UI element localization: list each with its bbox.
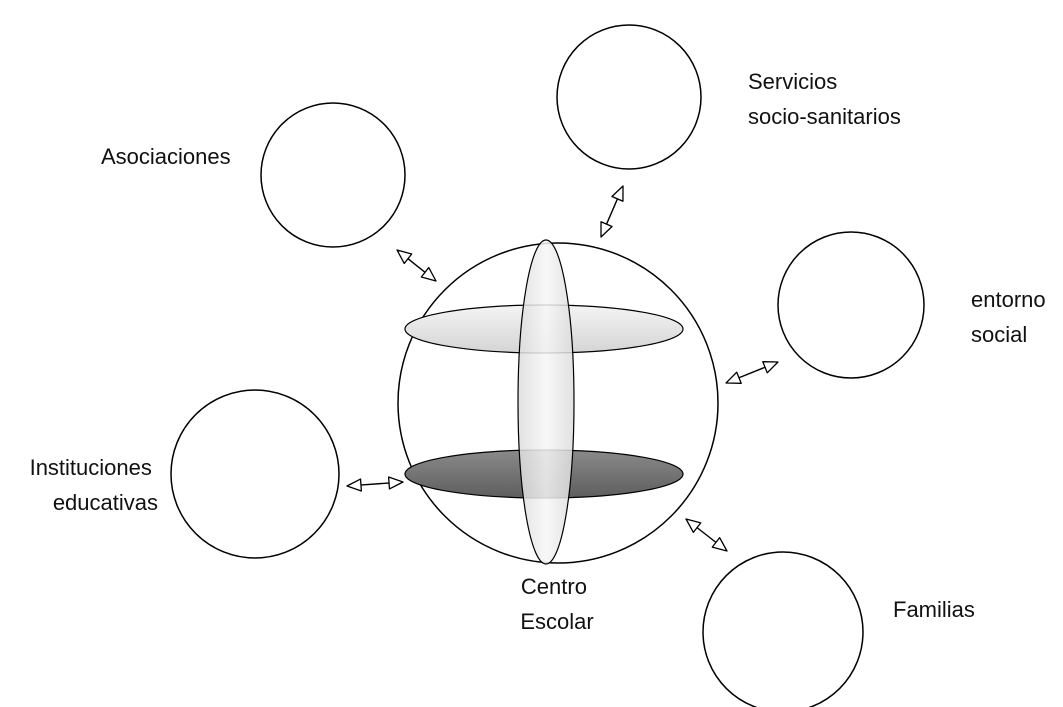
arrow-servicios [600, 185, 624, 238]
arrow-head [600, 221, 613, 238]
arrow-shaft [737, 366, 767, 379]
arrow-head [420, 266, 437, 282]
label-asociaciones: Asociaciones [101, 144, 231, 169]
arrow-head [762, 361, 779, 374]
node-asociaciones-circle [260, 102, 406, 248]
node-entorno-circle [777, 231, 925, 379]
arrow-head [396, 249, 413, 265]
arrow-instituciones [346, 476, 404, 492]
arrow-asociaciones [396, 249, 437, 282]
node-familias-circle [702, 551, 864, 707]
arrow-shaft [605, 197, 619, 226]
arrow-head [346, 478, 363, 492]
label-servicios: Servicios socio-sanitarios [748, 69, 901, 129]
centro-escolar-sphere [397, 239, 719, 565]
label-familias: Familias [893, 597, 975, 622]
arrow-head [711, 537, 728, 552]
arrow-shaft [695, 526, 718, 544]
arrow-shaft [406, 257, 427, 274]
arrow-head [387, 476, 404, 490]
label-instituciones: Instituciones educativas [30, 455, 158, 515]
arrow-head [611, 185, 624, 202]
arrow-head [685, 518, 702, 533]
arrow-familias [685, 518, 728, 552]
node-instituciones-circle [170, 389, 340, 559]
arrow-head [725, 371, 742, 384]
node-servicios-circle [556, 24, 702, 170]
vertical-ring [517, 239, 575, 565]
arrow-shaft [359, 482, 391, 486]
label-centro-escolar: Centro Escolar [520, 574, 593, 634]
arrow-entorno [725, 361, 779, 384]
label-entorno: entorno social [971, 287, 1052, 347]
